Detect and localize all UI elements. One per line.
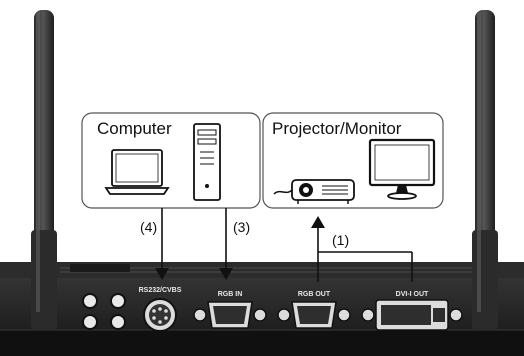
left-antenna [31, 10, 57, 330]
rs232-port [143, 298, 177, 332]
right-antenna [472, 10, 498, 330]
rgb-in-label: RGB IN [218, 291, 243, 298]
arrow-3-label: (3) [233, 219, 250, 235]
laptop-icon [104, 149, 170, 195]
projector-icon [273, 179, 355, 204]
projector-monitor-label: Projector/Monitor [272, 119, 402, 138]
arrow-4-label: (4) [140, 219, 157, 235]
rgb-out-port [277, 301, 351, 329]
desktop-tower-icon [193, 123, 221, 201]
audio-jacks [82, 293, 126, 330]
computer-label: Computer [97, 119, 172, 138]
arrow-3 [219, 208, 233, 280]
monitor-icon [368, 138, 436, 200]
arrow-1-label: (1) [332, 232, 349, 248]
rgb-out-label: RGB OUT [298, 291, 331, 298]
arrow-1 [311, 216, 413, 282]
rs232-label: RS232/CVBS [139, 287, 182, 294]
arrow-4 [155, 208, 169, 280]
rgb-in-port [193, 301, 267, 329]
dvi-out-label: DVI-I OUT [396, 291, 429, 298]
dvi-out-port [361, 299, 463, 331]
